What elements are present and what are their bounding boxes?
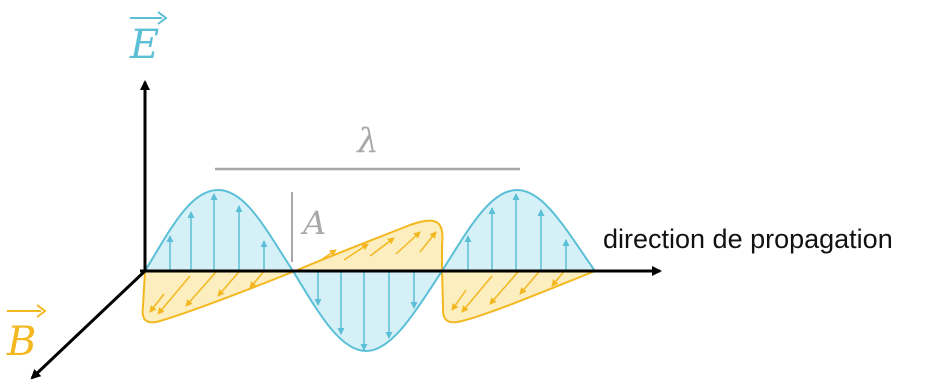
e-field-vectors (166, 193, 570, 351)
e-field-label: E (129, 11, 168, 68)
field-vector-arrow (451, 289, 467, 311)
field-vector-arrow (489, 271, 519, 305)
b-axis (30, 269, 147, 380)
field-vector-arrow (149, 293, 165, 313)
e-lobe-1 (143, 188, 295, 272)
amplitude-label: A (300, 204, 326, 242)
propagation-label: direction de propagation (603, 224, 893, 254)
e-field-wave (143, 188, 597, 353)
b-lobe-1 (141, 270, 296, 324)
field-vector-arrow (461, 275, 493, 313)
field-vector-arrow (317, 249, 337, 263)
b-field-label: B (6, 304, 47, 365)
b-lobe-3 (440, 270, 596, 324)
field-vector-arrow (185, 271, 217, 307)
b-vector-arrowhead-icon (36, 304, 47, 318)
e-field-letter: E (129, 22, 159, 68)
b-field-wave (141, 219, 596, 324)
field-vector-arrow (369, 237, 395, 257)
e-vector-arrowhead-icon (157, 11, 168, 25)
b-field-letter: B (6, 319, 36, 365)
field-vector-arrow (343, 243, 369, 261)
field-vector-arrow (395, 231, 421, 255)
e-lobe-3 (440, 188, 597, 272)
field-vector-arrow (157, 275, 191, 315)
e-lobe-2 (291, 270, 444, 353)
wavelength-label: λ (355, 121, 379, 161)
field-vector-arrow (419, 231, 437, 253)
